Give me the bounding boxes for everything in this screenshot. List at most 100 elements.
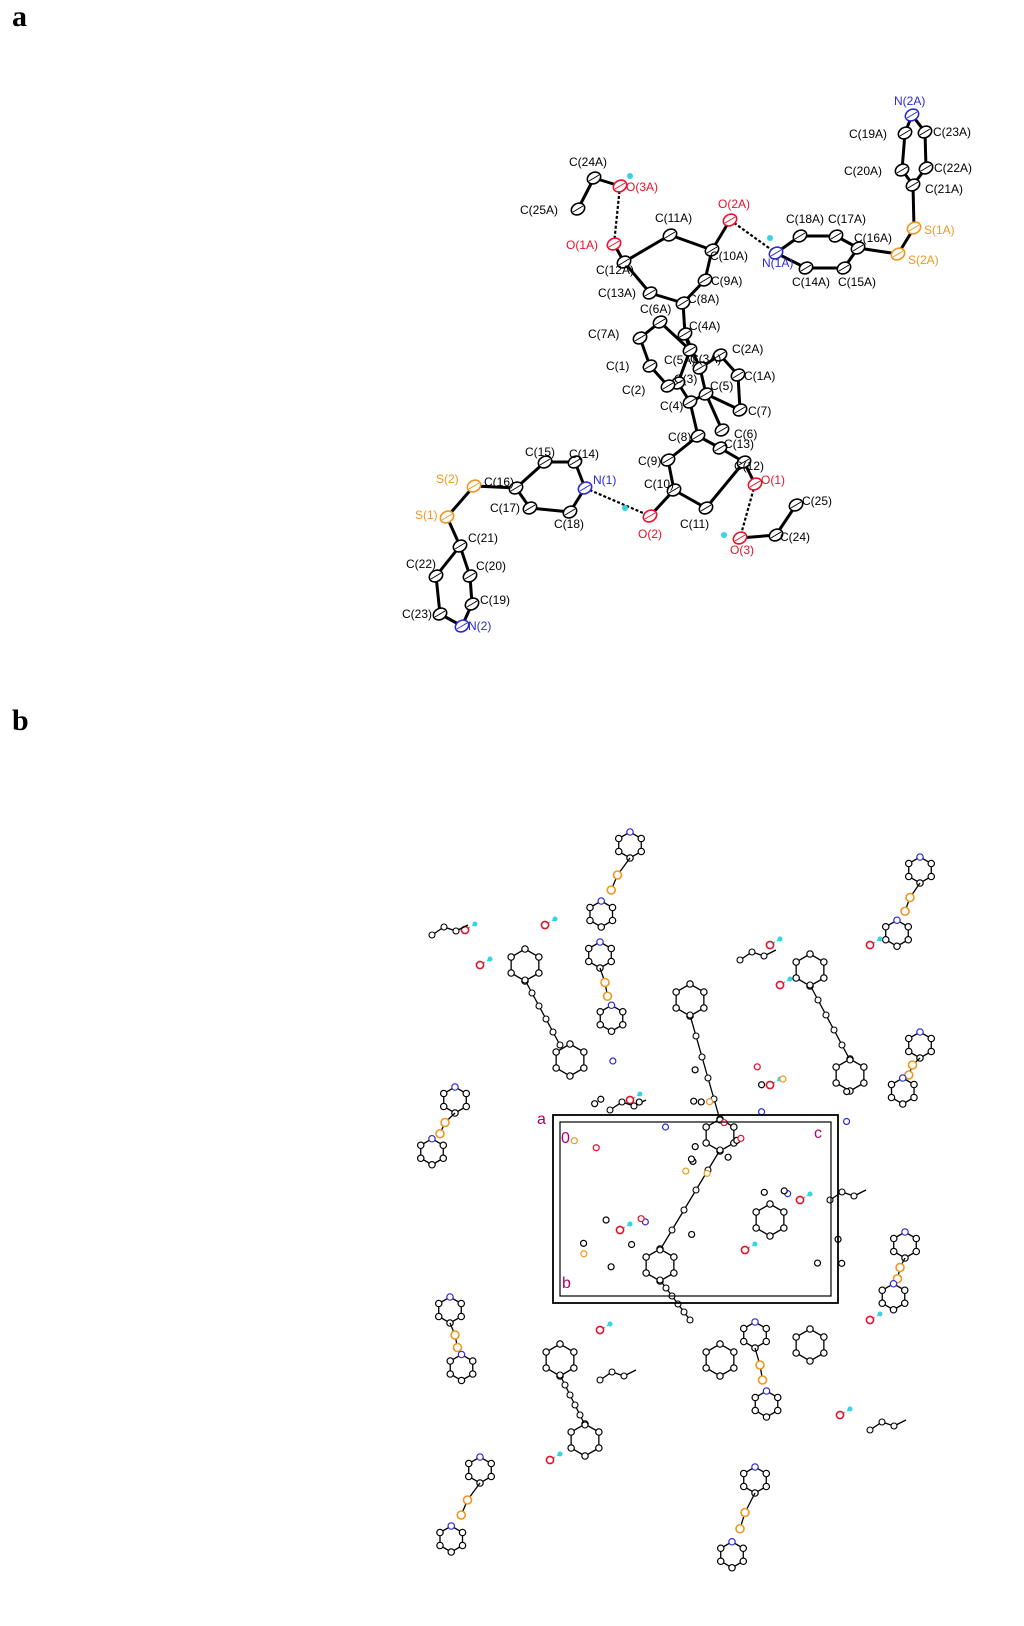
ring-atom (901, 1228, 909, 1236)
atom-hatch (738, 458, 750, 466)
chain-atom (674, 1300, 682, 1308)
ring-atom (476, 1453, 484, 1461)
ring (545, 1343, 575, 1377)
ring-atom (462, 1102, 471, 1111)
ring (618, 831, 642, 859)
atom (894, 163, 910, 177)
ring-atom (597, 923, 606, 931)
atom-hatch (456, 622, 468, 630)
ring (755, 1203, 785, 1237)
atom (464, 597, 480, 611)
hydrogen-atom (627, 173, 633, 179)
stacked-atom (779, 1075, 787, 1083)
ring-atom (446, 1370, 455, 1378)
atom (712, 441, 728, 455)
atom-hatch (618, 258, 630, 266)
atom-label: C(24) (780, 530, 810, 544)
packing-diagram (416, 828, 936, 1572)
atom-label: C(25A) (520, 203, 558, 217)
ring-atom (716, 1557, 725, 1566)
atom-label: C(16) (484, 475, 514, 489)
hydrogen-bond (584, 486, 651, 518)
ring-atom (904, 1034, 913, 1043)
atom (698, 501, 714, 515)
carbon-atom (838, 1188, 846, 1196)
ring-atom (792, 1333, 800, 1341)
ring-atom (900, 1286, 909, 1295)
atom-hatch (892, 250, 904, 258)
oxygen-atom (540, 920, 550, 930)
ring-atom (535, 969, 543, 977)
ring-atom (570, 1348, 578, 1356)
atom-label: C(22A) (934, 161, 972, 175)
ring (743, 1466, 767, 1494)
atom-label: C(5A) (664, 353, 695, 367)
ring-atom (672, 988, 680, 996)
atom-label: C(20) (476, 559, 506, 573)
oxygen-atom (865, 1315, 875, 1325)
atom (906, 221, 922, 235)
stacked-atom (757, 1108, 766, 1116)
ring (705, 1118, 735, 1152)
ring-atom (904, 859, 913, 868)
hydrogen-atom (622, 505, 628, 511)
atom (662, 228, 678, 242)
oxygen-atom (475, 960, 485, 970)
ring-atom (670, 1269, 678, 1277)
ring-atom (730, 1348, 738, 1356)
stacked-atom (592, 1144, 600, 1152)
atom-label: C(23A) (933, 125, 971, 139)
atom-label: S(1A) (924, 223, 955, 237)
ring-atom (820, 974, 828, 982)
atom-label: S(2) (436, 472, 459, 486)
ring-atom (773, 1393, 782, 1402)
stacked-atom (570, 1137, 578, 1145)
atom-label: C(23) (402, 607, 432, 621)
atom-hatch (734, 534, 746, 542)
hydrogen-atom (487, 956, 493, 962)
atom (642, 509, 658, 523)
bond (658, 320, 692, 352)
panel-label-a: a (12, 0, 27, 33)
carbon-atom (452, 927, 460, 935)
hydrogen-atom (627, 1221, 633, 1227)
atom-hatch (790, 501, 802, 509)
chain-atom (686, 1011, 694, 1019)
atom-label: C(15) (525, 445, 555, 459)
atom-hatch (800, 264, 812, 272)
ring-atom (570, 1364, 578, 1372)
ring-atom (878, 1286, 887, 1295)
ring-atom (607, 957, 616, 966)
stacked-atom (687, 1155, 696, 1163)
atom (732, 531, 748, 545)
ring-atom (439, 1089, 448, 1098)
bond (869, 1419, 907, 1431)
atom (890, 247, 906, 261)
ring-atom (618, 1020, 627, 1029)
ring (645, 1248, 675, 1282)
ring-atom (702, 1123, 710, 1131)
atom-label: O(1A) (566, 238, 598, 252)
panel-label-b: b (12, 704, 29, 737)
atom (675, 296, 691, 310)
atom-label: O(3A) (626, 180, 658, 194)
ring-atom (487, 1459, 496, 1468)
ring-atom (762, 1413, 771, 1421)
ring (599, 1004, 624, 1033)
atom-label: C(10) (644, 477, 674, 491)
ring-atom (893, 942, 901, 951)
atom (682, 395, 698, 409)
ring-atom (457, 1299, 466, 1308)
sulfur-atom (440, 1117, 450, 1128)
ring-atom (927, 859, 936, 868)
atom-hatch (692, 432, 704, 440)
chain-atom (692, 1032, 700, 1040)
ring-atom (428, 1160, 436, 1169)
bond (431, 924, 469, 936)
atom-label: N(2A) (894, 94, 925, 108)
ring-atom (458, 1528, 467, 1537)
ring-atom (581, 1452, 589, 1460)
carbon-atom (890, 1422, 898, 1430)
atom (567, 455, 583, 469)
atom (692, 361, 708, 375)
